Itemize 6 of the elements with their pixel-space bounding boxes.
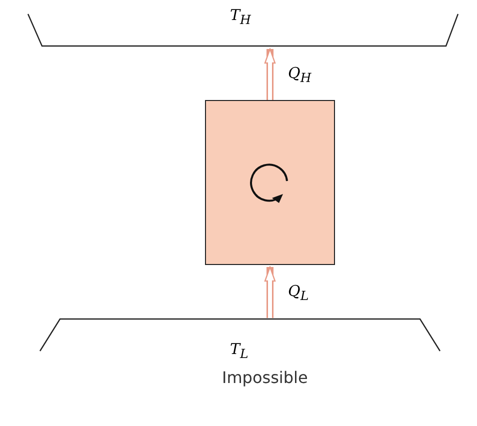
temperature-label: T$_{H}$ <box>230 6 251 27</box>
edge-label: Q$_{H}$ <box>288 64 312 84</box>
edge-label: Q$_{L}$ <box>288 282 309 302</box>
caption: Impossible <box>222 368 308 387</box>
engine-box <box>205 100 335 265</box>
temperature-label: T$_{L}$ <box>230 340 248 361</box>
